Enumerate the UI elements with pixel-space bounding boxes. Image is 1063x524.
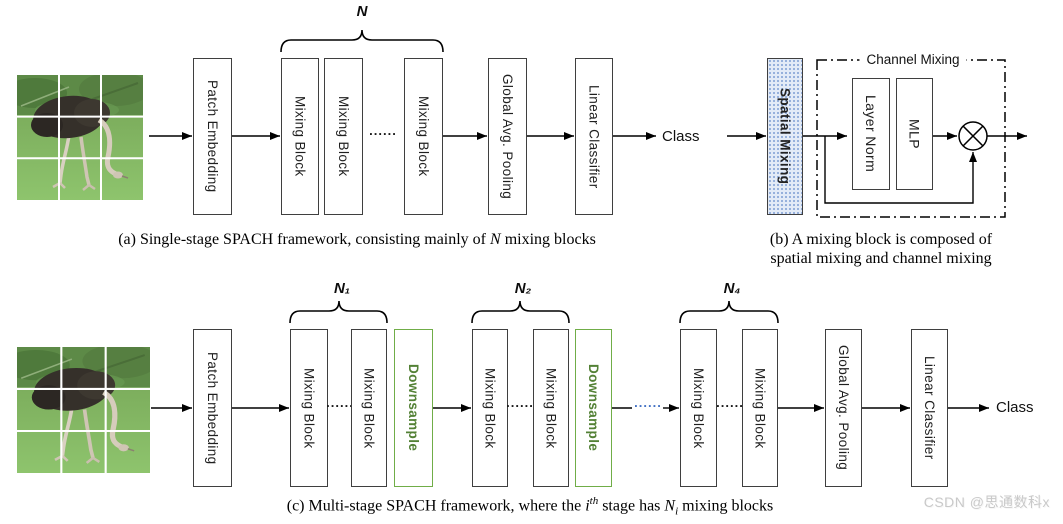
mixing-block-c-s4-2: Mixing Block (742, 329, 778, 487)
mixing-block-a-3: Mixing Block (404, 58, 443, 215)
ellipsis-c-stages: ...... (634, 395, 662, 410)
caption-a: (a) Single-stage SPACH framework, consis… (118, 231, 596, 248)
stage-label-n: N (356, 3, 368, 20)
brace-n1 (289, 300, 388, 324)
input-image-a (17, 75, 143, 200)
mlp-box: MLP (896, 78, 933, 190)
mixing-block-c-s1-1: Mixing Block (290, 329, 328, 487)
mixing-block-a-2: Mixing Block (324, 58, 363, 215)
layer-norm-box: Layer Norm (852, 78, 890, 190)
brace-n-a (280, 29, 444, 53)
stage-label-n1: N₁ (333, 280, 351, 297)
ellipsis-c-s2: ...... (506, 395, 534, 410)
multiply-icon (958, 121, 988, 151)
mixing-block-c-s1-2: Mixing Block (351, 329, 387, 487)
linear-classifier-box-a: Linear Classifier (575, 58, 613, 215)
mixing-block-c-s4-1: Mixing Block (680, 329, 717, 487)
downsample-box-1: Downsample (394, 329, 433, 487)
watermark: CSDN @思通数科x (923, 494, 1050, 510)
global-avg-pooling-box-c: Global Avg. Pooling (825, 329, 862, 487)
input-image-c (17, 347, 150, 473)
ellipsis-c-s1: ...... (326, 395, 354, 410)
stage-label-n2: N₂ (514, 280, 532, 297)
class-output-c: Class (996, 399, 1034, 416)
linear-classifier-box-c: Linear Classifier (911, 329, 948, 487)
class-output-a: Class (662, 128, 700, 145)
channel-mixing-label: Channel Mixing (859, 52, 967, 68)
global-avg-pooling-box-a: Global Avg. Pooling (488, 58, 527, 215)
mixing-block-a-1: Mixing Block (281, 58, 319, 215)
patch-embedding-box-a: Patch Embedding (193, 58, 232, 215)
patch-embedding-box-c: Patch Embedding (193, 329, 232, 487)
mixing-block-c-s2-1: Mixing Block (472, 329, 508, 487)
caption-c: (c) Multi-stage SPACH framework, where t… (286, 495, 774, 518)
mixing-block-c-s2-2: Mixing Block (533, 329, 569, 487)
ellipsis-a: ...... (369, 123, 397, 138)
stage-label-n4: N₄ (723, 280, 741, 297)
spatial-mixing-box: Spatial Mixing (767, 58, 803, 215)
brace-n2 (471, 300, 570, 324)
downsample-box-2: Downsample (575, 329, 612, 487)
ellipsis-c-s4: ...... (716, 395, 744, 410)
brace-n4 (679, 300, 779, 324)
